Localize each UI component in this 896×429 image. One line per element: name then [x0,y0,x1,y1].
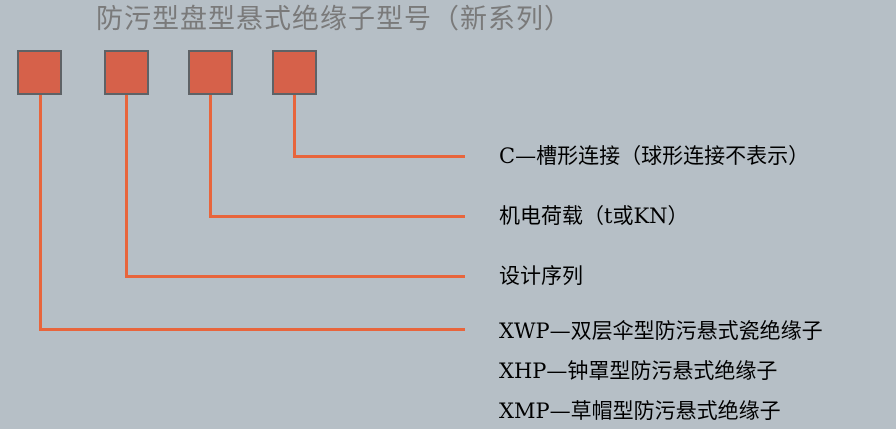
connector-connection-vertical [293,95,296,158]
connector-load-horizontal [209,215,465,218]
code-box-type [17,50,62,95]
code-box-design [104,50,149,95]
connector-type-horizontal [39,328,465,331]
type-description-xmp: XMP—草帽型防污悬式绝缘子 [499,399,781,423]
connector-type-vertical [39,95,42,331]
design-description: 设计序列 [499,264,583,288]
connection-description: C—槽形连接（球形连接不表示） [499,144,810,168]
type-description-xhp: XHP—钟罩型防污悬式绝缘子 [499,359,778,383]
connector-design-vertical [125,95,128,278]
connector-design-horizontal [125,275,465,278]
load-description: 机电荷载（t或KN） [499,204,689,228]
diagram-title: 防污型盘型悬式绝缘子型号（新系列） [96,4,572,35]
connector-load-vertical [209,95,212,218]
type-description-xwp: XWP—双层伞型防污悬式瓷绝缘子 [499,319,823,343]
code-box-connection [272,50,317,95]
connector-connection-horizontal [293,155,465,158]
code-box-load [188,50,233,95]
